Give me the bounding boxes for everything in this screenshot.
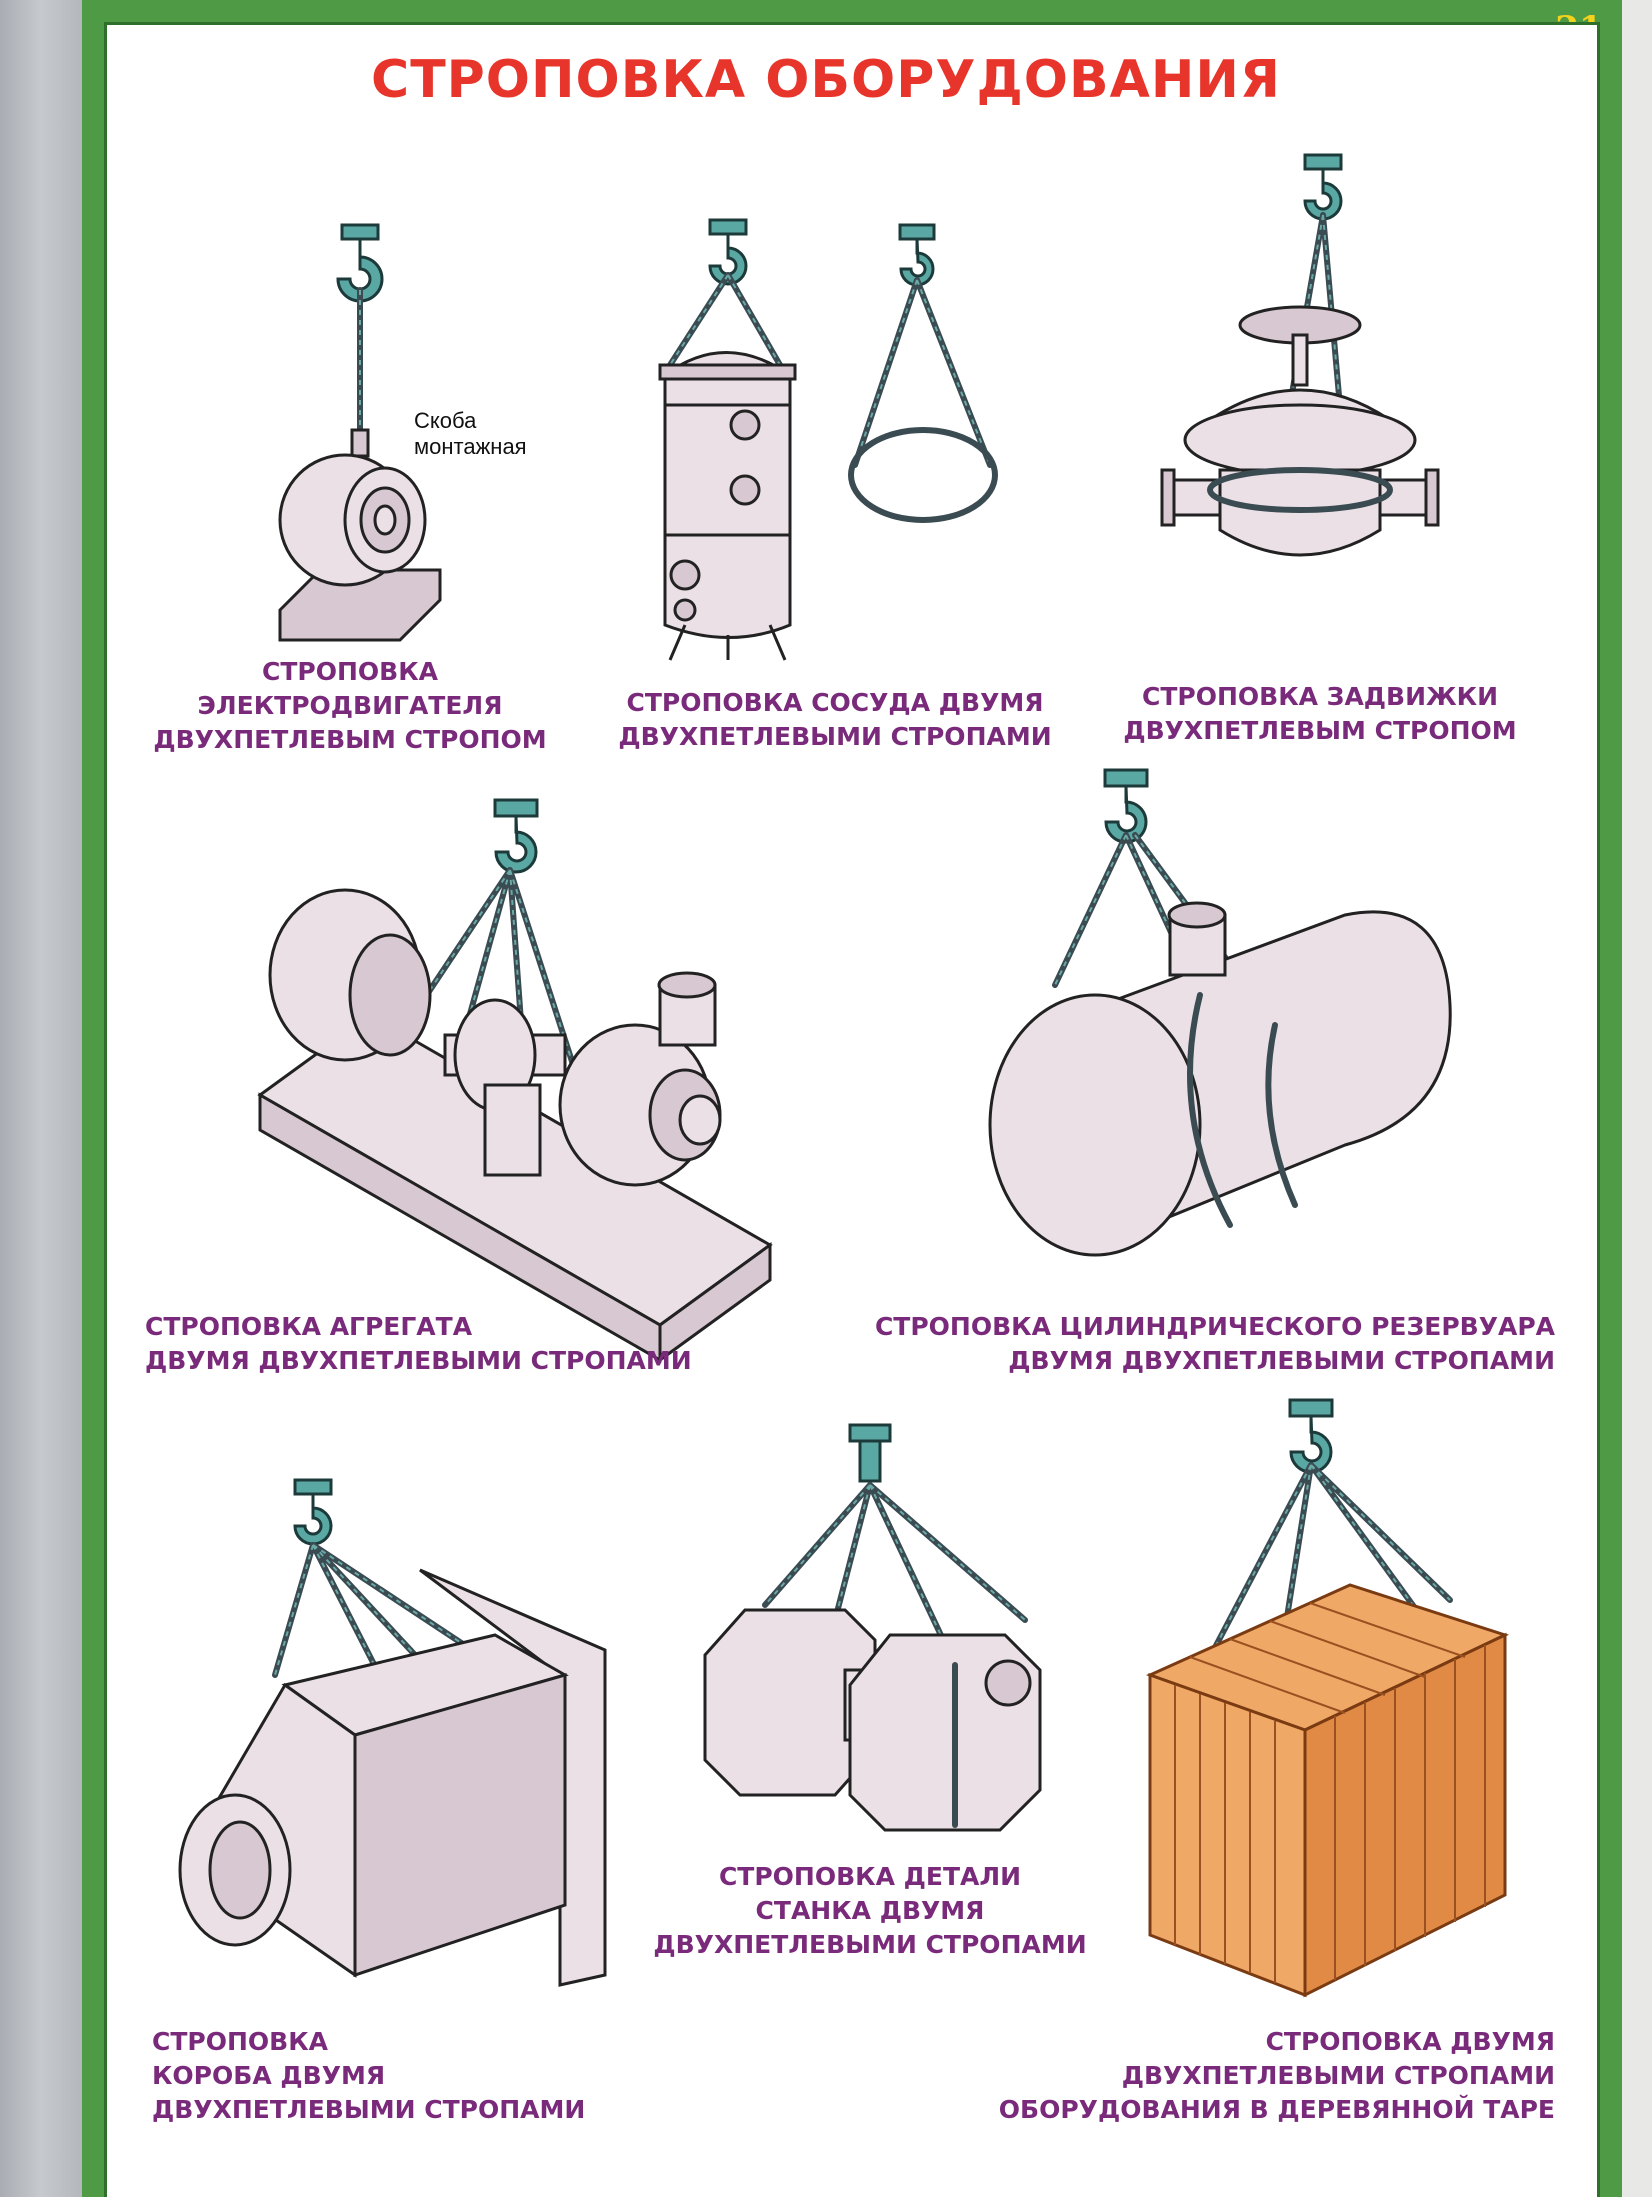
crate-boards: [1174, 1602, 1486, 1983]
caption-motor: СТРОПОВКА ЭЛЕКТРОДВИГАТЕЛЯ ДВУХПЕТЛЕВЫМ …: [153, 657, 547, 754]
caption-unit: СТРОПОВКА АГРЕГАТА ДВУМЯ ДВУХПЕТЛЕВЫМИ С…: [145, 1312, 692, 1375]
caption-tank: СТРОПОВКА ЦИЛИНДРИЧЕСКОГО РЕЗЕРВУАРА ДВУ…: [874, 1312, 1555, 1375]
caption-crate: СТРОПОВКА ДВУМЯ ДВУХПЕТЛЕВЫМИ СТРОПАМИ О…: [998, 2027, 1555, 2124]
shackle-label: Скоба монтажная: [414, 408, 527, 459]
duct-box-illustration: [178, 1478, 607, 1987]
page-binding-edge: [0, 0, 82, 2197]
vessel-illustration: [658, 218, 998, 661]
caption-valve: СТРОПОВКА ЗАДВИЖКИ ДВУХПЕТЛЕВЫМ СТРОПОМ: [1123, 682, 1517, 745]
caption-vessel: СТРОПОВКА СОСУДА ДВУМЯ ДВУХПЕТЛЕВЫМИ СТР…: [618, 688, 1052, 751]
caption-part: СТРОПОВКА ДЕТАЛИ СТАНКА ДВУМЯ ДВУХПЕТЛЕВ…: [653, 1862, 1087, 1959]
caption-box: СТРОПОВКА КОРОБА ДВУМЯ ДВУХПЕТЛЕВЫМИ СТР…: [152, 2027, 586, 2124]
gate-valve-illustration: [1160, 153, 1440, 557]
machine-part-illustration: [703, 1423, 1042, 1832]
page-title: СТРОПОВКА ОБОРУДОВАНИЯ: [371, 50, 1281, 110]
wooden-crate-illustration: [1145, 1398, 1510, 1998]
cylindrical-tank-illustration: [988, 768, 1452, 1257]
electric-motor-illustration: [278, 223, 442, 642]
page-right-margin: [1622, 0, 1652, 2197]
pump-unit-illustration: [257, 798, 773, 1363]
